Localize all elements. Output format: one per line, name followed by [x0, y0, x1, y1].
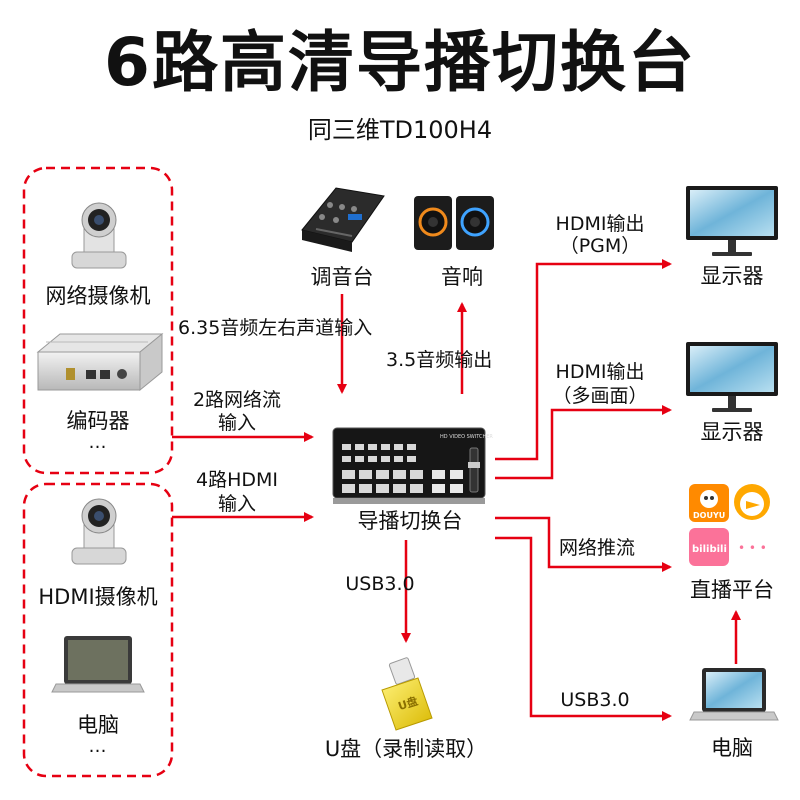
left-pc-label: 电脑 [77, 713, 119, 737]
huya-logo [734, 484, 770, 520]
hdmi-pgm-label-line2: （PGM） [559, 235, 641, 257]
switcher-panel-text: HD VIDEO SWITCHER [440, 434, 493, 440]
monitor-2-icon [686, 342, 778, 412]
right-laptop-icon [689, 668, 779, 721]
input-group-top-box [22, 166, 174, 475]
mixer-label: 调音台 [310, 265, 374, 289]
douyu-logo-text: DOUYU [693, 511, 725, 520]
page-subtitle: 同三维TD100H4 [307, 116, 493, 144]
hdmi-camera-label: HDMI摄像机 [38, 585, 158, 609]
arrow-hdmi-multi [495, 405, 672, 480]
arrow-hdmi-pgm [495, 259, 672, 461]
audio-mixer-icon [301, 187, 385, 252]
net-push-label: 网络推流 [558, 537, 635, 559]
bilibili-logo-text: bilibili [692, 544, 727, 555]
hdmi-in-label-line1: 4路HDMI [195, 469, 278, 491]
bilibili-logo: bilibili [689, 528, 729, 566]
left-laptop-icon [51, 636, 145, 693]
hdmi-pgm-label-line1: HDMI输出 [555, 213, 645, 235]
input-group-bottom-box [22, 482, 174, 778]
switcher-icon: HD VIDEO SWITCHER [332, 427, 493, 504]
audio-out-label: 3.5音频输出 [386, 349, 493, 371]
udisk-label: U盘（录制读取） [324, 737, 488, 761]
usb-right-label: USB3.0 [560, 689, 630, 711]
more-inputs-top: … [88, 432, 108, 453]
platform-more-dots: • • • [738, 541, 767, 555]
hdmi-camera-icon [71, 498, 127, 565]
network-camera-label: 网络摄像机 [45, 284, 151, 308]
hdmi-multi-label-line1: HDMI输出 [555, 361, 645, 383]
network-camera-icon [71, 202, 127, 269]
stream-in-label-line2: 输入 [217, 412, 256, 434]
switcher-label: 导播切换台 [357, 509, 463, 533]
stream-in-label-line1: 2路网络流 [192, 389, 282, 411]
arrow-usb-right [495, 536, 672, 721]
encoder-icon [36, 332, 164, 392]
page-title: 6路高清导播切换台 [104, 24, 696, 101]
hdmi-multi-label-line2: （多画面） [552, 385, 648, 407]
douyu-logo: DOUYU [689, 484, 729, 522]
encoder-label: 编码器 [66, 409, 130, 433]
monitor-1-label: 显示器 [700, 264, 764, 288]
monitor-1-icon [686, 186, 778, 256]
more-inputs-bottom: … [88, 736, 108, 757]
hdmi-in-label-line2: 输入 [217, 493, 256, 515]
live-platform-label: 直播平台 [690, 578, 774, 602]
udisk-text: U盘 [396, 694, 419, 713]
udisk-icon: U盘 [381, 657, 433, 731]
right-pc-label: 电脑 [711, 736, 753, 760]
usb-down-label: USB3.0 [345, 573, 415, 595]
arrow-net-push [495, 516, 672, 572]
speaker-icon [414, 196, 494, 250]
monitor-2-label: 显示器 [700, 420, 764, 444]
audio-in-label: 6.35音频左右声道输入 [178, 317, 373, 339]
speaker-label: 音响 [441, 265, 483, 289]
